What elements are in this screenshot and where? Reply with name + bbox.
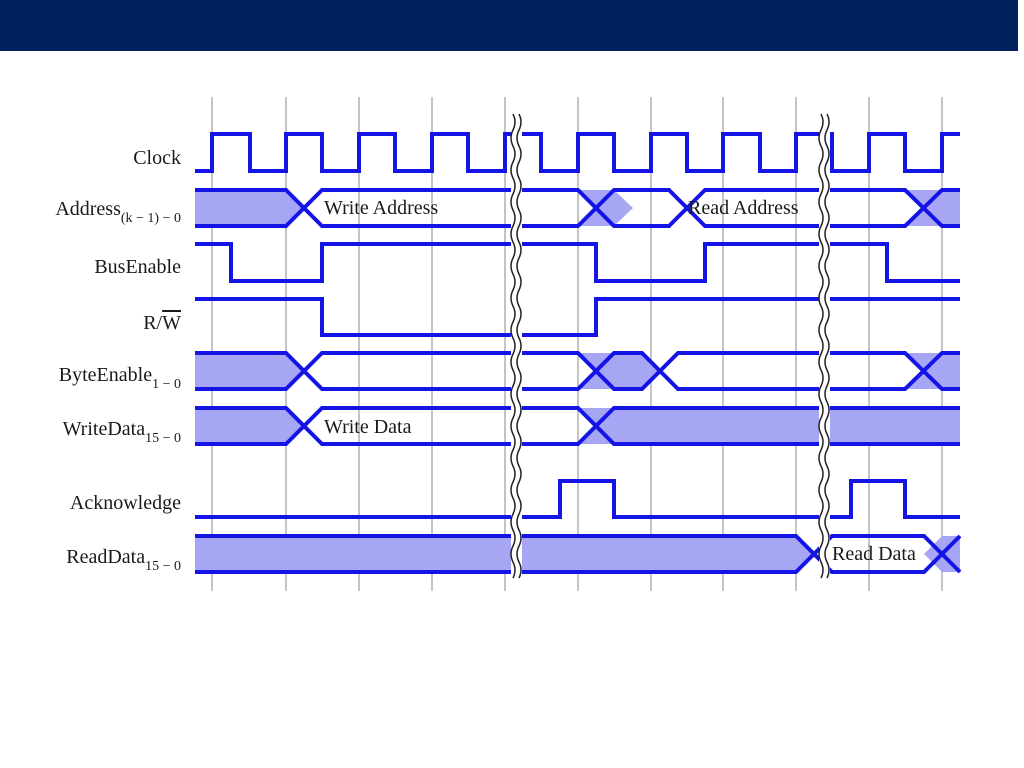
grid-lines (211, 97, 943, 591)
signal-label-rw: R/W (143, 312, 181, 334)
busenable-wave (195, 242, 960, 283)
bus-label-write-data: Write Data (324, 416, 412, 438)
signal-label-address: Address(k − 1) − 0 (55, 198, 181, 226)
acknowledge-wave (195, 479, 960, 519)
signal-label-acknowledge: Acknowledge (70, 492, 181, 514)
bus-label-read-address: Read Address (688, 197, 799, 219)
time-break-markers (510, 112, 830, 590)
bus-label-read-data: Read Data (832, 543, 916, 565)
signal-label-clock: Clock (133, 147, 181, 169)
header-bar (0, 0, 1018, 51)
bus-fills (195, 190, 960, 572)
signal-label-readdata: ReadData15 − 0 (66, 546, 181, 574)
waveforms (195, 132, 962, 574)
bus-label-write-address: Write Address (324, 197, 438, 219)
signal-label-writedata: WriteData15 − 0 (63, 418, 181, 446)
bus-value-labels: Write Address Read Address Write Data Re… (324, 197, 916, 565)
signal-labels: Clock Address(k − 1) − 0 BusEnable R/W B… (55, 147, 181, 574)
signal-label-busenable: BusEnable (94, 256, 181, 278)
signal-label-byteenable: ByteEnable1 − 0 (59, 364, 181, 392)
rw-wave (195, 297, 960, 337)
clock-wave (195, 132, 960, 173)
